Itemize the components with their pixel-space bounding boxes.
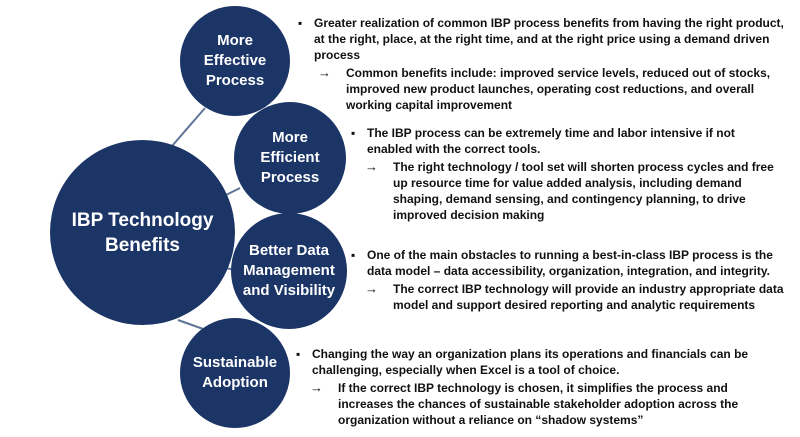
bullet-text: The IBP process can be extremely time an… [367,126,735,156]
sub-point: → Common benefits include: improved serv… [298,65,790,113]
benefit-text-sustainable-adoption: ▪ Changing the way an organization plans… [296,346,756,428]
bullet-point: ▪ Greater realization of common IBP proc… [298,15,790,63]
benefit-text-more-effective-process: ▪ Greater realization of common IBP proc… [298,15,790,113]
benefit-circle-label: Sustainable Adoption [192,354,278,391]
bullet-point: ▪ The IBP process can be extremely time … [351,125,776,157]
benefit-circle-label: More Efficient Process [260,129,320,186]
square-bullet-icon: ▪ [298,16,303,30]
benefit-circle-label: Better Data Management and Visibility [242,242,336,299]
arrow-right-icon: → [318,65,331,80]
benefit-circle-sustainable-adoption: Sustainable Adoption [180,318,290,428]
benefit-text-more-efficient-process: ▪ The IBP process can be extremely time … [351,125,776,223]
sub-point-text: If the correct IBP technology is chosen,… [338,381,739,427]
benefit-circle-label: More Effective Process [203,32,267,89]
ibp-technology-benefits-hub: IBP Technology Benefits [50,140,235,325]
bullet-text: One of the main obstacles to running a b… [367,248,773,278]
bullet-point: ▪ Changing the way an organization plans… [296,346,756,378]
benefit-text-better-data-management: ▪ One of the main obstacles to running a… [351,247,790,313]
sub-point: → The correct IBP technology will provid… [351,281,790,313]
arrow-right-icon: → [365,159,378,174]
bullet-text: Greater realization of common IBP proces… [314,16,784,62]
sub-point-text: Common benefits include: improved servic… [346,66,771,112]
hub-label: IBP Technology Benefits [71,209,214,256]
sub-point-text: The right technology / tool set will sho… [393,160,774,222]
connector-line-1 [171,107,206,147]
benefit-circle-more-efficient-process: More Efficient Process [234,102,346,214]
square-bullet-icon: ▪ [296,347,301,361]
arrow-right-icon: → [310,380,323,395]
benefit-circle-more-effective-process: More Effective Process [180,6,290,116]
bullet-point: ▪ One of the main obstacles to running a… [351,247,790,279]
arrow-right-icon: → [365,281,378,296]
sub-point: → If the correct IBP technology is chose… [296,380,756,428]
square-bullet-icon: ▪ [351,248,356,262]
sub-point: → The right technology / tool set will s… [351,159,776,223]
square-bullet-icon: ▪ [351,126,356,140]
bullet-text: Changing the way an organization plans i… [312,347,749,377]
benefit-circle-better-data-management: Better Data Management and Visibility [231,213,347,329]
sub-point-text: The correct IBP technology will provide … [393,282,784,312]
